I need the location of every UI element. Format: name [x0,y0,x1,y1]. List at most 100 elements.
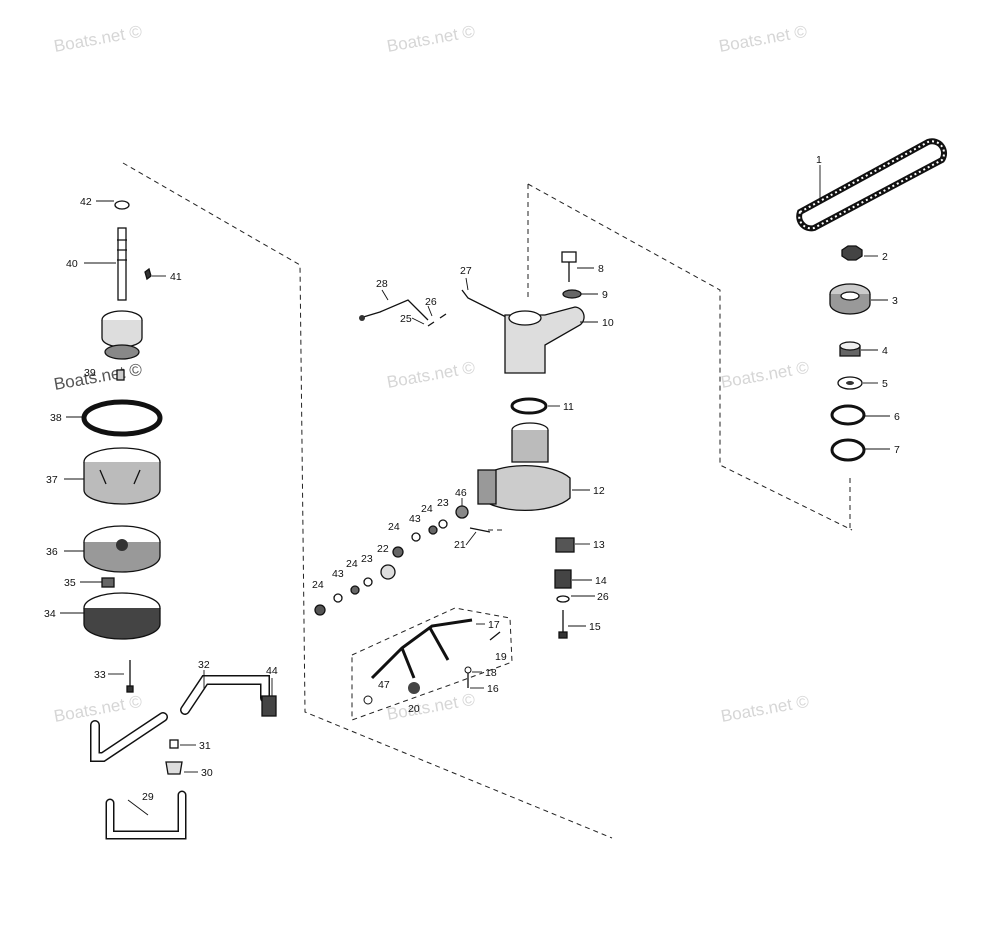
connector-part-44 [261,695,277,717]
u-tube-part-29-fill [107,792,185,838]
callout-38: 38 [50,412,62,424]
callout-39: 39 [84,367,96,379]
nut-part-20 [408,682,420,694]
wire-part-28 [359,299,429,321]
washer-hole-5 [846,381,854,385]
callout-24-b: 24 [421,503,433,515]
screw-part-39 [116,369,125,381]
housing-body-part-37 [83,462,161,505]
callout-42: 42 [80,196,92,208]
right-column-parts [796,138,947,462]
screws-part-25-26 [427,313,447,327]
nut-part-24d [350,585,360,595]
watermark: Boats.net © [52,360,143,394]
cap-part-30 [165,761,183,775]
hub-base [104,344,140,360]
left-column-parts [81,200,163,693]
leader-lines [60,165,890,816]
pulley-bore [840,291,860,301]
callout-2: 2 [882,251,888,263]
block-part-14 [554,569,572,589]
callout-23-lower: 23 [361,553,373,565]
callout-40: 40 [66,258,78,270]
watermark: Boats.net © [52,22,143,56]
callout-24-a: 24 [388,521,400,533]
hose-parts [90,675,277,840]
bolt-head-33 [126,685,134,693]
callout-7: 7 [894,444,900,456]
left-assembly-outline [122,162,613,839]
callout-47: 47 [378,679,390,691]
right-assembly-outline [527,183,853,531]
screw-part-47 [363,695,373,705]
callout-37: 37 [46,474,58,486]
housing-detail [99,469,141,485]
center-parts [314,251,585,705]
callout-34: 34 [44,608,56,620]
block-part-13 [555,537,575,553]
callout-10: 10 [602,317,614,329]
spacer-part-22a [380,564,396,580]
callout-43-lower: 43 [332,568,344,580]
shaft-splines [117,239,127,261]
callout-8: 8 [598,263,604,275]
callout-11: 11 [563,401,574,413]
wire-end-28 [359,315,365,321]
flywheel-body-part-34 [83,608,161,640]
bolt-head-part-8 [561,251,577,263]
callout-15: 15 [589,621,601,633]
callout-32: 32 [198,659,210,671]
key-part-41 [144,267,152,281]
callout-26-lower: 26 [597,591,609,603]
callout-41: 41 [170,271,182,283]
watermark: Boats.net © [385,358,476,392]
terminal-part-27 [461,289,509,319]
washer-part-42 [114,200,130,210]
callout-33: 33 [94,669,106,681]
belt-teeth [798,140,945,230]
callout-36: 36 [46,546,58,558]
spacer-top-4 [839,341,861,351]
clip-part-31 [169,739,179,749]
callout-19: 19 [495,651,507,663]
callout-43-upper: 43 [409,513,421,525]
callout-5: 5 [882,378,888,390]
callout-4: 4 [882,345,888,357]
hose-part-32-fill [181,676,269,714]
bushing-part-46 [455,505,469,519]
callout-35: 35 [64,577,76,589]
watermarks: Boats.net © Boats.net © Boats.net © Boat… [52,22,810,726]
watermark: Boats.net © [385,690,476,724]
washer-part-43a [411,532,421,542]
callout-26-upper: 26 [425,296,437,308]
o-ring-part-38 [81,399,163,437]
callout-14: 14 [595,575,607,587]
washer-part-23b [363,577,373,587]
washer-part-9 [562,289,582,299]
stator-center [116,539,128,551]
washer-part-26b [556,595,570,603]
callout-18: 18 [485,667,497,679]
housing-lug-12 [477,469,497,505]
callout-22: 22 [377,543,389,555]
callout-12: 12 [593,485,605,497]
callout-25: 25 [400,313,412,325]
washer-part-23a [438,519,448,529]
callout-31: 31 [199,740,211,752]
housing-column-12 [511,430,549,463]
callout-13: 13 [593,539,605,551]
nut-part-2 [841,245,863,261]
harness-part-17 [370,618,473,680]
callout-3: 3 [892,295,898,307]
bolt-head-15 [558,631,568,639]
callout-28: 28 [376,278,388,290]
tube-fill [91,713,167,761]
hub-body [101,320,143,348]
clamp-bore [508,310,542,326]
callout-6: 6 [894,411,900,423]
callout-44: 44 [266,665,278,677]
shaft-part-40 [117,227,127,301]
nut-part-24a [392,546,404,558]
watermark: Boats.net © [717,22,808,56]
